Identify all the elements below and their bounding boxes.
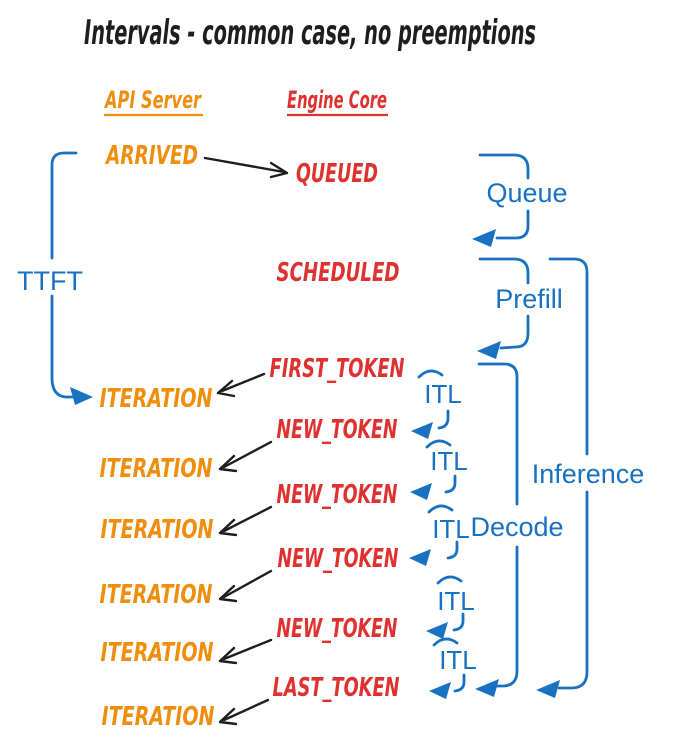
prefill-label: Prefill [495, 284, 563, 314]
event-queued: QUEUED [296, 159, 378, 189]
prefill-arrow-head-icon [477, 341, 501, 359]
queue-bracket-top [478, 153, 530, 180]
inference-label: Inference [532, 459, 645, 489]
itl-bottom-hook [446, 540, 459, 560]
itl-top-hook [427, 504, 454, 514]
inference-bracket-top [548, 257, 589, 456]
inference-bracket [536, 257, 589, 698]
event-first-token: FIRST_TOKEN [270, 354, 405, 384]
queue-arrow-head-icon [472, 229, 496, 247]
arrow-line [222, 440, 273, 469]
itl-top-hook [425, 439, 452, 449]
event-scheduled: SCHEDULED [277, 258, 400, 288]
diagram-title: Intervals - common case, no preemptions [84, 13, 536, 53]
itl-connector-4 [426, 575, 465, 639]
itl-connector-5 [429, 637, 466, 699]
ttft-bracket [50, 151, 93, 405]
arrow-new-token-1-to-iteration-2 [218, 440, 273, 473]
queue-bracket [472, 153, 530, 247]
arrow-head-icon [218, 646, 238, 665]
ttft-bracket-top [50, 151, 78, 260]
arrow-line [222, 505, 273, 533]
arrow-arrived-to-queued [203, 156, 289, 179]
event-new-token-4: NEW_TOKEN [277, 614, 398, 644]
itl-arrow-head-icon [426, 622, 448, 639]
arrow-line [203, 156, 286, 174]
decode-bracket-bottom [495, 545, 519, 688]
ttft-bracket-bottom [50, 294, 74, 399]
decode-arrow-head-icon [475, 679, 499, 697]
decode-bracket [475, 362, 519, 697]
itl-connector-3 [409, 504, 459, 566]
queue-label: Queue [486, 178, 567, 208]
arrow-head-icon [218, 454, 238, 473]
itl-connector-2 [410, 439, 457, 500]
engine-core-header: Engine Core [287, 86, 387, 114]
api-server-header: API Server [104, 86, 203, 114]
itl-label-3: ITL [432, 514, 470, 544]
itl-label-1: ITL [424, 379, 462, 409]
itl-arrow-head-icon [411, 422, 433, 439]
event-new-token-3: NEW_TOKEN [278, 544, 399, 574]
arrow-line [220, 372, 266, 393]
itl-label-2: ITL [430, 446, 468, 476]
event-iteration-3: ITERATION [101, 515, 214, 545]
arrow-head-icon [216, 379, 236, 398]
itl-label-5: ITL [439, 645, 477, 675]
arrow-line [222, 698, 270, 722]
prefill-bracket-bottom [499, 314, 530, 350]
inference-bracket-bottom [557, 490, 589, 690]
arrow-first-token-to-iteration-1 [216, 372, 266, 398]
decode-label: Decode [470, 512, 563, 542]
itl-top-hook [436, 575, 463, 585]
arrow-line [222, 638, 273, 661]
event-last-token: LAST_TOKEN [273, 673, 400, 703]
prefill-bracket [477, 257, 530, 359]
event-iteration-6: ITERATION [102, 702, 215, 732]
itl-top-hook [432, 637, 459, 647]
ttft-label: TTFT [17, 266, 83, 296]
arrow-new-token-4-to-iteration-5 [218, 638, 273, 665]
event-iteration-1: ITERATION [100, 384, 213, 414]
event-iteration-5: ITERATION [101, 638, 214, 668]
event-new-token-2: NEW_TOKEN [277, 480, 398, 510]
prefill-bracket-top [478, 257, 530, 285]
arrow-head-icon [218, 707, 238, 726]
event-arrived: ARRIVED [105, 141, 198, 171]
itl-bottom-hook [452, 612, 465, 632]
event-iteration-4: ITERATION [100, 580, 213, 610]
arrow-head-icon [218, 584, 238, 603]
itl-connector-1 [411, 369, 450, 439]
arrow-head-icon [269, 161, 289, 179]
itl-arrow-head-icon [410, 483, 432, 500]
inference-arrow-head-icon [536, 680, 560, 698]
arrow-line [222, 569, 273, 599]
arrow-new-token-3-to-iteration-4 [218, 569, 273, 603]
arrow-new-token-2-to-iteration-3 [218, 505, 273, 537]
itl-arrow-head-icon [409, 549, 431, 566]
ttft-arrow-head-icon [70, 387, 93, 405]
arrow-last-token-to-iteration-6 [218, 698, 270, 726]
itl-label-4: ITL [437, 586, 475, 616]
itl-top-hook [417, 369, 444, 379]
event-iteration-2: ITERATION [100, 454, 213, 484]
itl-bottom-hook [437, 409, 450, 430]
itl-bottom-hook [444, 474, 457, 494]
event-new-token-1: NEW_TOKEN [277, 415, 398, 445]
itl-arrow-head-icon [429, 682, 451, 699]
arrow-head-icon [218, 518, 238, 537]
decode-bracket-top [477, 362, 519, 506]
queue-bracket-bottom [495, 209, 530, 240]
itl-bottom-hook [453, 673, 466, 693]
